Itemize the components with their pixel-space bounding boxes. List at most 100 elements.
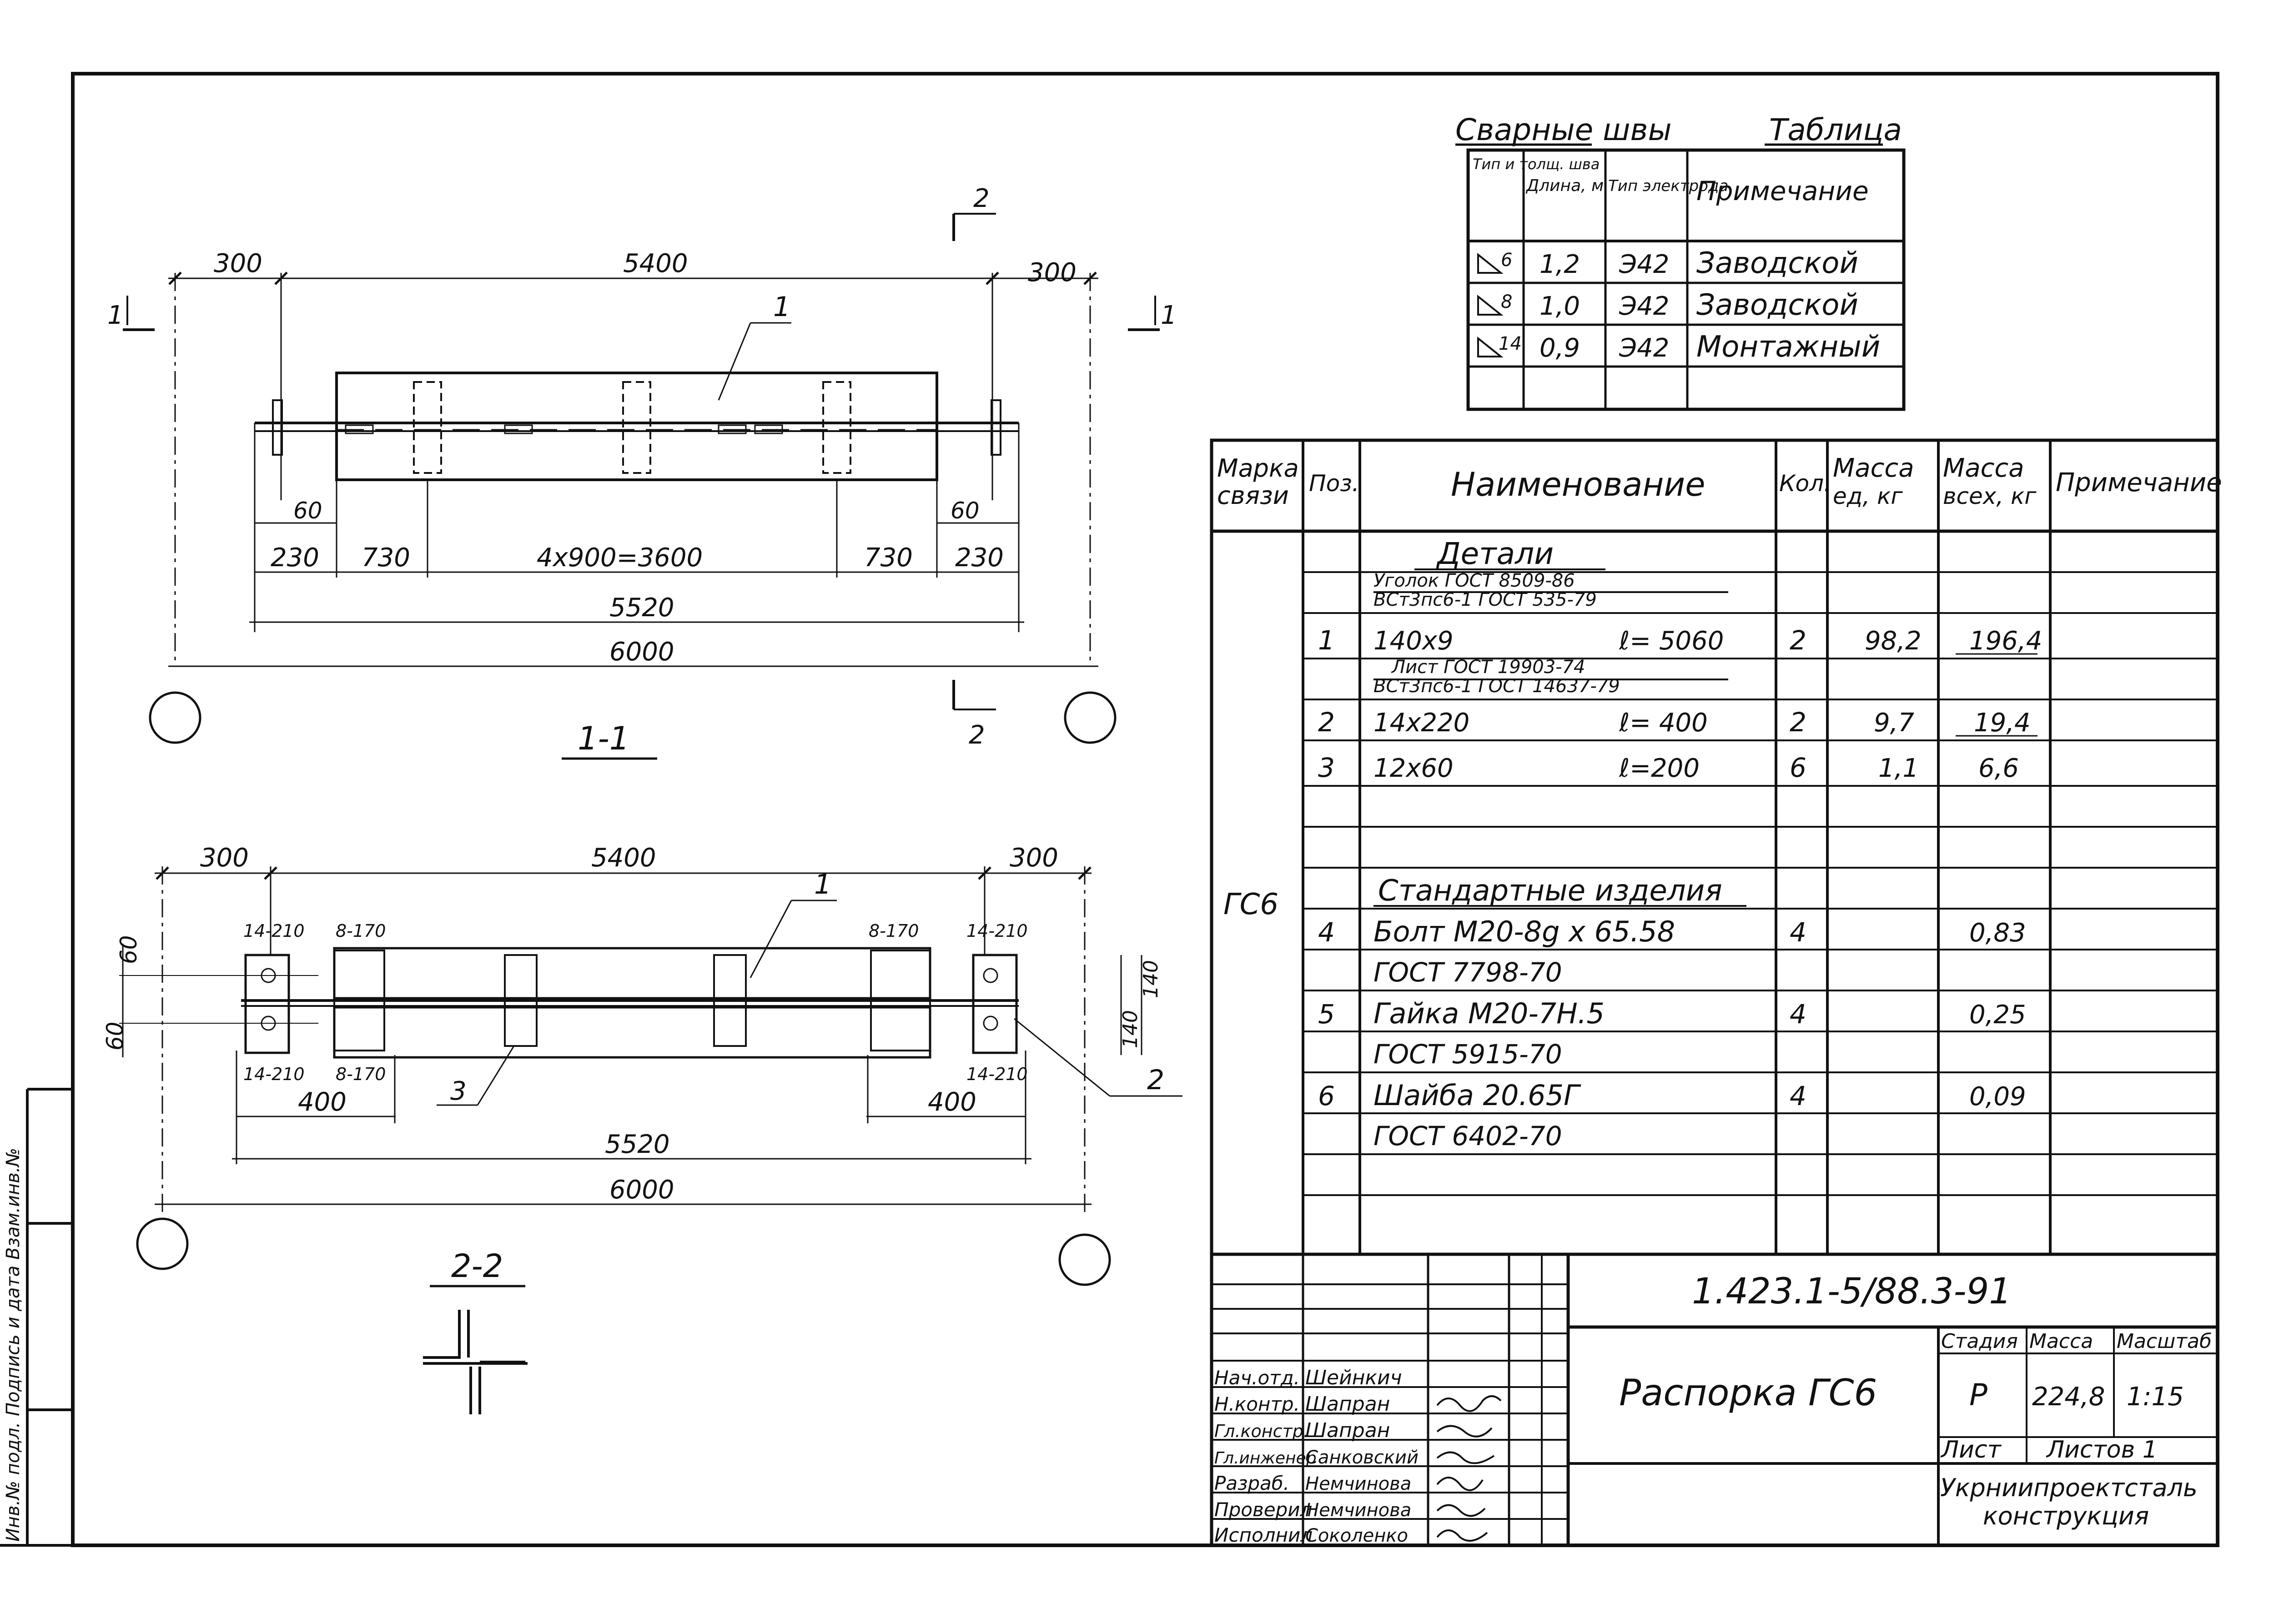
pos-3-label: 3 (450, 1076, 467, 1106)
staff-name: Соколенко (1305, 1525, 1408, 1546)
item-mass-unit: 9,7 (1874, 708, 1914, 738)
weld-col-electrode: Тип электрода (1608, 177, 1728, 195)
pos-1-label: 1 (814, 869, 831, 900)
section-mark-1: 1 (1161, 301, 1177, 330)
spec-col-mass-unit: Масса (1833, 453, 1914, 483)
weld-length: 1,2 (1539, 250, 1580, 279)
dim-730-right: 730 (864, 543, 913, 573)
weld-note: Заводской (1696, 288, 1858, 322)
weld-type: 8 (1501, 292, 1512, 312)
staff-name: Шейнкич (1305, 1366, 1402, 1389)
item-name: Шайба 20.65Г (1373, 1079, 1581, 1112)
section-mark-1: 1 (107, 301, 124, 330)
item-qty: 2 (1790, 707, 1806, 738)
staff-role: Разраб. (1214, 1472, 1289, 1494)
weld-table: Сварные швы Таблица Тип и толщ. шва Длин… (1455, 112, 1906, 411)
pos-2-label: 2 (1147, 1064, 1164, 1096)
stage-label: Стадия (1941, 1330, 2018, 1353)
dim-300-left: 300 (214, 249, 262, 278)
dim-5400: 5400 (591, 843, 656, 873)
weld-note: Заводской (1696, 246, 1858, 280)
spec-col-mark-2: связи (1217, 481, 1289, 510)
item-qty: 4 (1790, 1081, 1806, 1111)
dim-300-right: 300 (1010, 843, 1058, 873)
material-2a: Лист ГОСТ 19903-74 (1391, 657, 1585, 678)
sheet-label: Лист (1940, 1436, 2002, 1463)
side-stamp-text: Инв.№ подл. Подпись и дата Взам.инв.№ (3, 1148, 24, 1542)
mass-label: Масса (2029, 1330, 2093, 1353)
dim-60-right: 60 (951, 498, 980, 524)
dim-400-right: 400 (928, 1087, 976, 1117)
item-pos: 1 (1318, 625, 1335, 656)
item-pos: 4 (1318, 917, 1335, 948)
dim-6000: 6000 (609, 637, 674, 667)
weld-label: 8-170 (869, 921, 919, 941)
staff-name: Шапран (1305, 1419, 1390, 1442)
drawing-title: Распорка ГС6 (1619, 1372, 1877, 1414)
signatures (1436, 1395, 1502, 1542)
view-1-1: 300 5400 300 1 60 60 (107, 184, 1177, 760)
dim-5520: 5520 (609, 593, 674, 623)
item-mass-all: 0,25 (1969, 1000, 2026, 1030)
dim-60-left: 60 (293, 498, 322, 524)
spec-col-mass-all-2: всех, кг (1943, 483, 2037, 509)
item-mass-all: 0,83 (1969, 918, 2026, 948)
item-mass-unit: 98,2 (1865, 626, 1922, 656)
item-mass-all: 0,09 (1969, 1082, 2026, 1111)
view-2-2: 300 5400 300 14-210 8-170 8-170 14-210 1… (102, 843, 1182, 1414)
weld-col-length: Длина, м (1525, 176, 1604, 195)
item-qty: 4 (1790, 999, 1806, 1030)
weld-label: 8-170 (336, 921, 386, 941)
staff-role: Гл.инженер (1214, 1449, 1317, 1468)
dim-60-b: 60 (102, 1021, 128, 1051)
item-pos: 5 (1318, 999, 1335, 1030)
item-mass-all: 19,4 (1974, 708, 2031, 738)
axis-bubble (1064, 691, 1117, 744)
weld-col-type: Тип и толщ. шва (1473, 156, 1600, 173)
weld-type: 14 (1499, 333, 1522, 354)
item-mass-unit: 1,1 (1878, 754, 1919, 783)
item-standard: ГОСТ 7798-70 (1373, 957, 1562, 988)
org-name-1: Укрниипроектсталь (1940, 1473, 2198, 1502)
spec-col-name: Наименование (1451, 465, 1706, 503)
item-name: Болт М20-8g х 65.58 (1373, 915, 1675, 948)
doc-code: 1.423.1-5/88.3-91 (1692, 1271, 2012, 1312)
dim-60-a: 60 (116, 935, 142, 964)
item-pos: 6 (1318, 1081, 1335, 1111)
item-length: ℓ=200 (1619, 754, 1700, 783)
scale-label: Масштаб (2117, 1330, 2212, 1353)
dim-300-right: 300 (1028, 258, 1077, 287)
spec-mark: ГС6 (1223, 888, 1278, 921)
axis-bubble (1058, 1233, 1111, 1286)
weld-table-title: Сварные швы (1455, 112, 1672, 147)
axis-bubble (149, 691, 201, 744)
item-name: Гайка М20-7Н.5 (1373, 997, 1605, 1030)
item-qty: 4 (1790, 917, 1806, 948)
staff-role: Исполнил (1214, 1524, 1313, 1546)
pos-1-label: 1 (773, 291, 790, 323)
item-length: ℓ= 400 (1619, 708, 1708, 738)
item-length: ℓ= 5060 (1619, 626, 1724, 656)
weld-type: 6 (1501, 250, 1512, 271)
weld-length: 1,0 (1539, 292, 1580, 321)
dim-6000: 6000 (609, 1175, 674, 1205)
title-block: Нач.отд. Шейнкич Н.контр. Шапран Гл.конс… (1210, 1252, 2219, 1547)
section-details: Детали (1436, 536, 1554, 571)
weld-col-note: Примечание (1696, 176, 1869, 206)
dim-140: 140 (1119, 1010, 1142, 1048)
weld-table-label: Таблица (1769, 112, 1902, 147)
spec-col-qty: Кол. (1779, 470, 1831, 497)
weld-electrode: Э42 (1619, 333, 1669, 363)
angle-member (335, 372, 938, 481)
gusset-plate (244, 954, 290, 1054)
item-pos: 2 (1318, 707, 1335, 738)
scale-value: 1:15 (2127, 1382, 2184, 1412)
item-name: 14х220 (1373, 708, 1469, 738)
view-caption: 2-2 (451, 1247, 503, 1285)
weld-label: 8-170 (336, 1064, 386, 1084)
dim-300-left: 300 (200, 843, 249, 873)
side-stamp: Инв.№ подл. Подпись и дата Взам.инв.№ (0, 1088, 73, 1547)
staff-role: Н.контр. (1214, 1393, 1300, 1415)
